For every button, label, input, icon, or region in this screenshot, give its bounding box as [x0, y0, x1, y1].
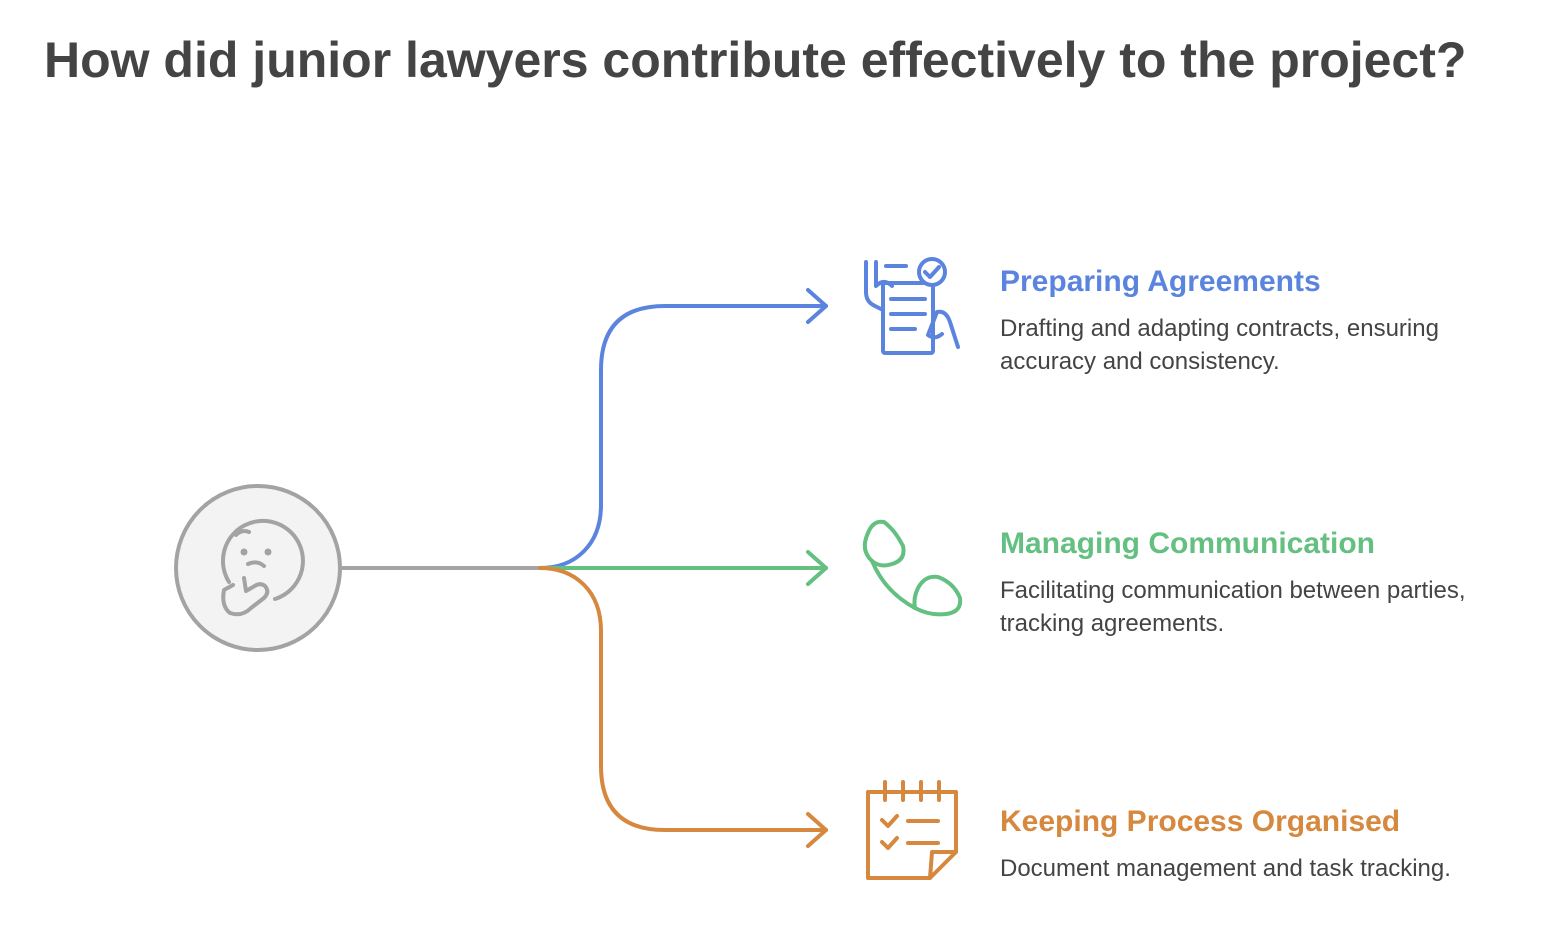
signed-document-icon	[864, 257, 960, 355]
center-node	[174, 484, 342, 652]
connector-preparing-agreements	[538, 304, 828, 570]
branch-description-managing-communication: Facilitating communication between parti…	[1000, 577, 1466, 637]
phone-icon	[862, 519, 963, 617]
thinking-face-icon	[220, 518, 305, 617]
arrow-head-managing-communication	[806, 550, 828, 586]
arrow-head-preparing-agreements	[806, 288, 828, 324]
connector-keeping-process-organised	[538, 566, 828, 832]
arrow-head-keeping-process-organised	[806, 812, 828, 848]
page-title: How did junior lawyers contribute effect…	[44, 32, 1467, 88]
checklist-calendar-icon	[866, 780, 958, 880]
branch-managing-communication: Managing Communication Facilitating comm…	[1000, 524, 1540, 640]
branch-title-managing-communication: Managing Communication	[1000, 527, 1375, 560]
branch-keeping-process-organised: Keeping Process Organised Document manag…	[1000, 802, 1540, 885]
branch-description-keeping-process-organised: Document management and task tracking.	[1000, 855, 1451, 882]
branch-title-preparing-agreements: Preparing Agreements	[1000, 265, 1321, 298]
branch-title-keeping-process-organised: Keeping Process Organised	[1000, 805, 1401, 838]
branch-preparing-agreements: Preparing Agreements Drafting and adapti…	[1000, 262, 1540, 378]
branch-description-preparing-agreements: Drafting and adapting contracts, ensurin…	[1000, 315, 1439, 375]
